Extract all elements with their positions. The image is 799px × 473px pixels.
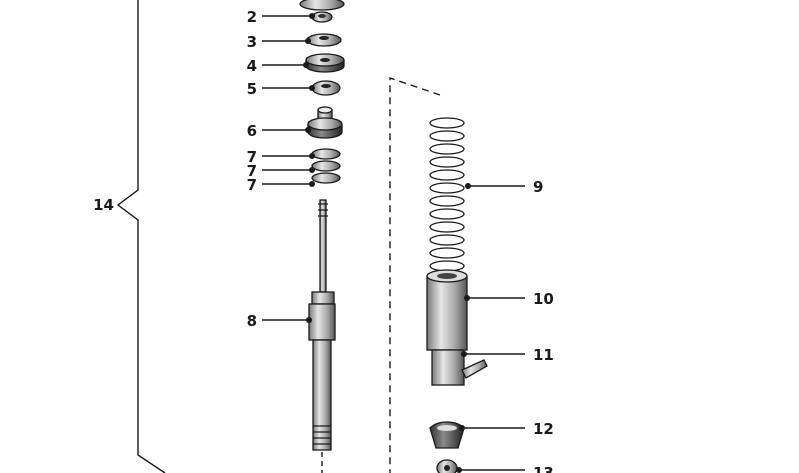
part-7-bump-stops bbox=[311, 148, 341, 184]
part-11-lower-tube bbox=[431, 349, 488, 386]
part-label: 7 bbox=[247, 162, 257, 180]
dashed-assembly-line bbox=[389, 77, 441, 473]
part-12-spring-seat bbox=[429, 421, 465, 449]
part-label: 7 bbox=[247, 148, 257, 166]
part-label: 4 bbox=[247, 57, 257, 75]
part-label: 13 bbox=[533, 464, 554, 473]
part-label: 7 bbox=[247, 176, 257, 194]
part-5-rubber-mount bbox=[311, 80, 341, 96]
part-label: 12 bbox=[533, 420, 554, 438]
part-label: 10 bbox=[533, 290, 554, 308]
part-8-damper-rod bbox=[308, 199, 336, 473]
part-2-nut bbox=[311, 11, 333, 23]
part-6-spacer bbox=[307, 106, 343, 139]
assembly-bracket bbox=[116, 0, 166, 473]
part-label: 6 bbox=[247, 122, 257, 140]
leader-lines bbox=[262, 13, 525, 473]
part-label: 5 bbox=[247, 80, 257, 98]
part-3-washer bbox=[306, 33, 342, 47]
assembly-label: 14 bbox=[93, 196, 114, 214]
part-label: 11 bbox=[533, 346, 554, 364]
part-label: 3 bbox=[247, 33, 257, 51]
part-4-bushing bbox=[305, 53, 345, 73]
part-13-eye-mount bbox=[436, 459, 458, 473]
part-10-damper-tube bbox=[426, 269, 468, 351]
part-top-cap bbox=[299, 0, 345, 11]
part-label: 9 bbox=[533, 178, 543, 196]
part-label: 2 bbox=[247, 8, 257, 26]
part-9-coil-spring bbox=[429, 117, 465, 272]
part-label: 8 bbox=[247, 312, 257, 330]
